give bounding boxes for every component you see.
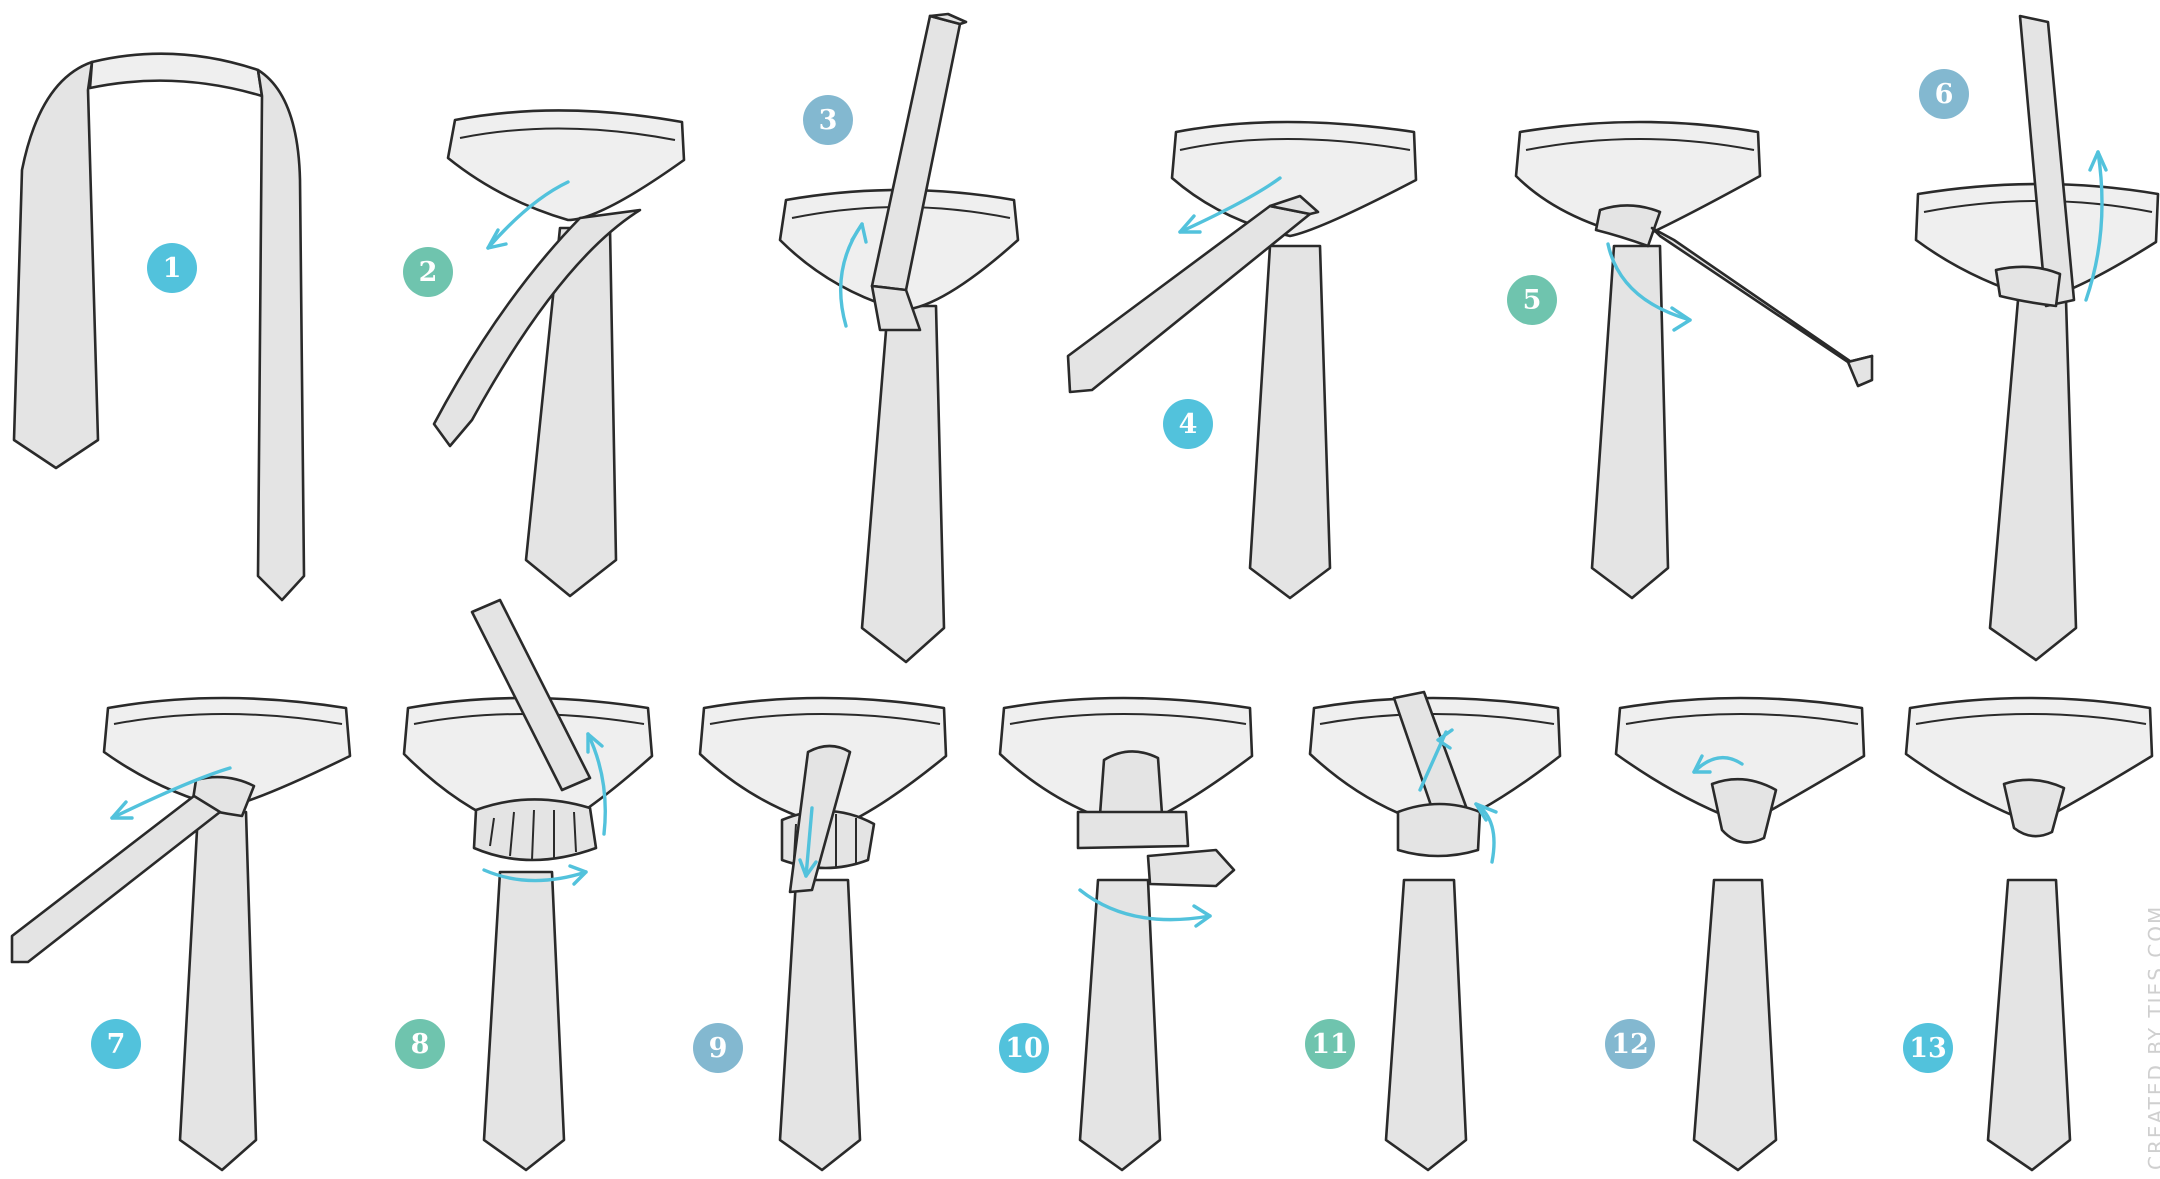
- step-13-illustration: [1906, 698, 2152, 1170]
- step-2-illustration: [434, 110, 684, 596]
- step-5-number: 5: [1523, 285, 1542, 316]
- step-12-number: 12: [1611, 1029, 1649, 1060]
- step-9-illustration: [700, 698, 946, 1170]
- step-5-illustration: [1516, 122, 1872, 598]
- step-9-number: 9: [709, 1033, 728, 1064]
- credit-watermark: CREATED BY TIES.COM: [2144, 905, 2160, 1170]
- step-2-number: 2: [419, 257, 438, 288]
- step-6-number: 6: [1935, 79, 1954, 110]
- step-3-number: 3: [819, 105, 838, 136]
- step-1-illustration: [14, 54, 304, 600]
- step-7-number: 7: [107, 1029, 126, 1060]
- step-10-number: 10: [1005, 1033, 1043, 1064]
- step-10-illustration: [1000, 698, 1252, 1170]
- step-7-illustration: [12, 698, 350, 1170]
- step-13-number: 13: [1909, 1033, 1947, 1064]
- step-4-number: 4: [1179, 409, 1198, 440]
- step-8-number: 8: [411, 1029, 430, 1060]
- step-12-illustration: [1616, 698, 1864, 1170]
- step-1-number: 1: [163, 253, 182, 284]
- step-8-illustration: [404, 600, 652, 1170]
- step-4-illustration: [1068, 122, 1416, 598]
- step-11-number: 11: [1311, 1029, 1349, 1060]
- step-11-illustration: [1310, 692, 1560, 1170]
